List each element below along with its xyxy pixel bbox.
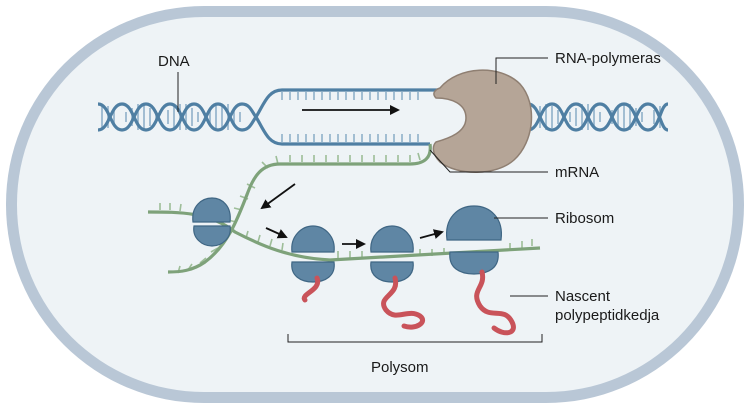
- rna-polymerase-label: RNA-polymeras: [555, 50, 661, 67]
- transcription-bubble: [254, 88, 440, 146]
- nascent-polypeptide-label-line2: polypeptidkedja: [555, 307, 660, 324]
- dna-right-helix: [527, 102, 669, 132]
- mrna-strand: [147, 143, 541, 274]
- polypeptide-chain: [301, 275, 321, 303]
- dna-label: DNA: [158, 53, 190, 70]
- dna-left-helix: [97, 102, 258, 132]
- ribosome: [446, 205, 502, 275]
- nascent-polypeptide-label-line1: Nascent: [555, 288, 611, 305]
- mrna-label: mRNA: [555, 164, 599, 181]
- leader-line-mrna: [429, 149, 548, 173]
- ribosome: [291, 225, 335, 283]
- polypeptide-chain: [474, 269, 516, 336]
- ribosome-label: Ribosom: [555, 210, 614, 227]
- process-arrow: [419, 229, 444, 239]
- process-arrow: [265, 227, 288, 239]
- cytoplasm: [17, 17, 733, 392]
- polysome-bracket: [287, 334, 543, 343]
- process-arrow: [260, 183, 296, 210]
- polysome-label: Polysom: [371, 359, 429, 376]
- leader-line-polymerase: [495, 57, 548, 84]
- polypeptide-chain: [381, 275, 426, 330]
- ribosome: [192, 197, 231, 247]
- rna-polymerase-shape: [432, 69, 533, 173]
- ribosome: [370, 225, 414, 283]
